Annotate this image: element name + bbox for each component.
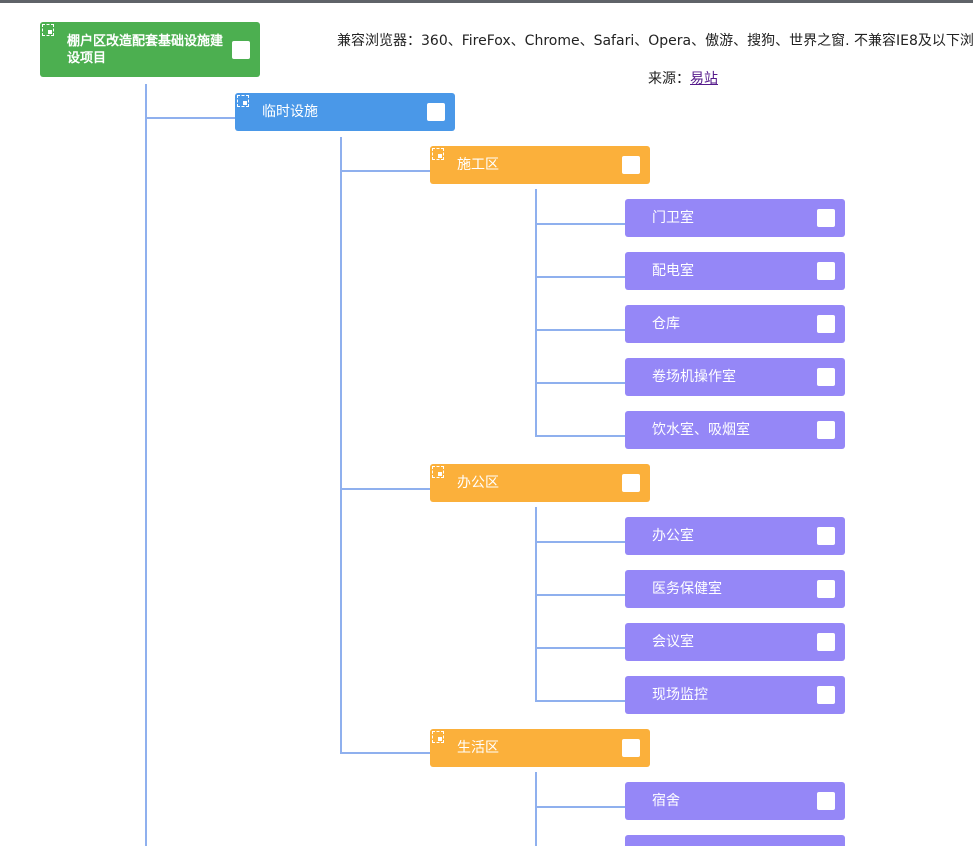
node-label: 办公室	[652, 527, 694, 544]
node-checkbox[interactable]	[817, 792, 835, 810]
source-link[interactable]: 易站	[690, 71, 718, 87]
connector-line	[535, 594, 625, 596]
tree-node-group[interactable]: 施工区	[430, 146, 650, 184]
node-checkbox[interactable]	[817, 315, 835, 333]
node-checkbox[interactable]	[817, 580, 835, 598]
tree-node-group[interactable]: 办公区	[430, 464, 650, 502]
connector-line	[145, 84, 147, 846]
connector-line	[340, 752, 430, 754]
node-checkbox[interactable]	[232, 40, 250, 59]
node-checkbox[interactable]	[427, 103, 445, 121]
connector-line	[535, 647, 625, 649]
node-label: 会议室	[652, 633, 694, 650]
tree-node-item[interactable]: 饮水室、吸烟室	[625, 411, 845, 449]
tree-node-item[interactable]	[625, 835, 845, 846]
node-label: 医务保健室	[652, 580, 722, 597]
connector-line	[145, 117, 235, 119]
node-label: 配电室	[652, 262, 694, 279]
node-label: 仓库	[652, 315, 680, 332]
node-label: 宿舍	[652, 792, 680, 809]
node-checkbox[interactable]	[817, 421, 835, 439]
tree-node-item[interactable]: 卷场机操作室	[625, 358, 845, 396]
drag-handle-icon[interactable]	[432, 148, 444, 160]
window-top-border	[0, 0, 973, 3]
connector-line	[340, 170, 430, 172]
drag-handle-icon[interactable]	[432, 466, 444, 478]
tree-node-item[interactable]: 现场监控	[625, 676, 845, 714]
node-label: 棚户区改造配套基础设施建设项目	[67, 33, 224, 66]
node-label: 门卫室	[652, 209, 694, 226]
connector-line	[535, 435, 625, 437]
node-checkbox[interactable]	[817, 686, 835, 704]
tree-node-root[interactable]: 棚户区改造配套基础设施建设项目	[40, 22, 260, 77]
tree-node-group[interactable]: 生活区	[430, 729, 650, 767]
node-checkbox[interactable]	[817, 209, 835, 227]
tree-node-item[interactable]: 宿舍	[625, 782, 845, 820]
drag-handle-icon[interactable]	[42, 24, 54, 36]
connector-line	[340, 137, 342, 754]
source-label: 来源：	[648, 71, 690, 87]
connector-line	[535, 189, 537, 437]
node-checkbox[interactable]	[817, 527, 835, 545]
tree-node-item[interactable]: 办公室	[625, 517, 845, 555]
connector-line	[535, 276, 625, 278]
node-label: 饮水室、吸烟室	[652, 421, 750, 438]
tree-node-item[interactable]: 仓库	[625, 305, 845, 343]
node-checkbox[interactable]	[817, 262, 835, 280]
source-line: 来源：易站	[648, 68, 718, 88]
node-checkbox[interactable]	[817, 368, 835, 386]
tree-node-level1[interactable]: 临时设施	[235, 93, 455, 131]
node-label: 生活区	[457, 739, 499, 756]
tree-node-item[interactable]: 配电室	[625, 252, 845, 290]
tree-node-item[interactable]: 医务保健室	[625, 570, 845, 608]
connector-line	[535, 806, 625, 808]
connector-line	[535, 329, 625, 331]
node-checkbox[interactable]	[817, 633, 835, 651]
connector-line	[535, 541, 625, 543]
browser-compatibility-note: 兼容浏览器：360、FireFox、Chrome、Safari、Opera、傲游…	[337, 33, 973, 49]
node-checkbox[interactable]	[622, 156, 640, 174]
connector-line	[535, 223, 625, 225]
connector-line	[535, 772, 537, 846]
tree-node-item[interactable]: 会议室	[625, 623, 845, 661]
node-label	[652, 835, 817, 846]
node-label: 卷场机操作室	[652, 368, 736, 385]
node-label: 办公区	[457, 474, 499, 491]
connector-line	[535, 507, 537, 702]
node-label: 临时设施	[262, 103, 318, 120]
connector-line	[535, 700, 625, 702]
node-label: 现场监控	[652, 686, 708, 703]
tree-node-item[interactable]: 门卫室	[625, 199, 845, 237]
drag-handle-icon[interactable]	[237, 95, 249, 107]
connector-line	[535, 382, 625, 384]
connector-line	[340, 488, 430, 490]
drag-handle-icon[interactable]	[432, 731, 444, 743]
node-checkbox[interactable]	[622, 474, 640, 492]
node-checkbox[interactable]	[622, 739, 640, 757]
node-label: 施工区	[457, 156, 499, 173]
